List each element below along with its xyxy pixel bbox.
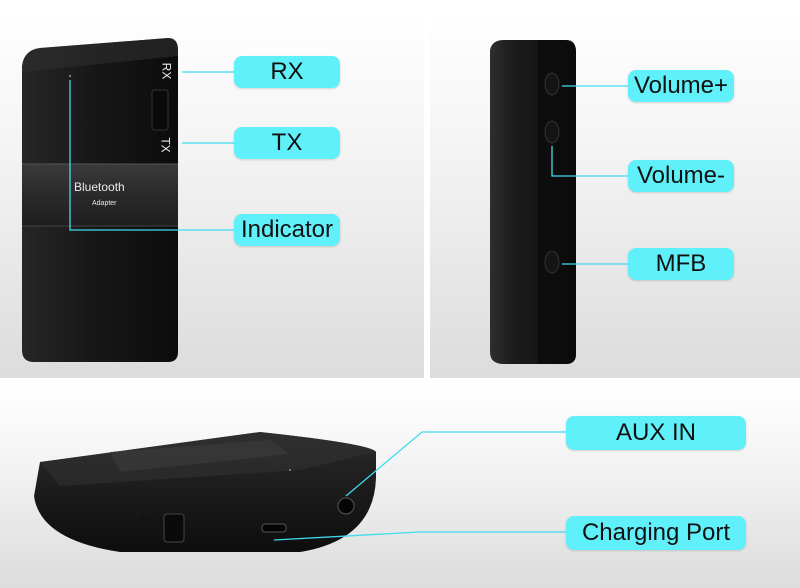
bottom-device (34, 432, 376, 552)
volume-down-callout: Volume- (628, 160, 734, 192)
volume-up-callout: Volume+ (628, 70, 734, 102)
mfb-button (544, 250, 560, 274)
usb-port (261, 523, 287, 533)
aux-jack (337, 497, 355, 515)
switch-tx-text: TX (158, 137, 173, 153)
rx-tx-switch (151, 89, 169, 131)
device-sub-text: Adapter (92, 200, 117, 207)
tx-callout: TX (234, 127, 340, 159)
bottom-switch-tx-text: TX (140, 514, 155, 526)
side-leader-lines (551, 85, 628, 265)
brand-band (22, 164, 178, 226)
side-device (490, 40, 576, 364)
rx-callout: RX (234, 56, 340, 88)
device-brand-text: Bluetooth (74, 180, 125, 194)
charging-port-callout: Charging Port (566, 516, 746, 550)
switch-rx-text: RX (159, 62, 174, 80)
front-leader-lines (69, 71, 236, 231)
bottom-switch-rx-text: RX (188, 538, 204, 550)
bottom-rx-tx-switch (163, 513, 185, 543)
aux-in-callout: AUX IN (566, 416, 746, 450)
front-device (22, 38, 178, 362)
indicator-led (68, 74, 72, 78)
volume-up-button (544, 72, 560, 96)
volume-down-button (544, 120, 560, 144)
indicator-callout: Indicator (234, 214, 340, 246)
mfb-callout: MFB (628, 248, 734, 280)
bottom-leader-lines (273, 431, 566, 541)
